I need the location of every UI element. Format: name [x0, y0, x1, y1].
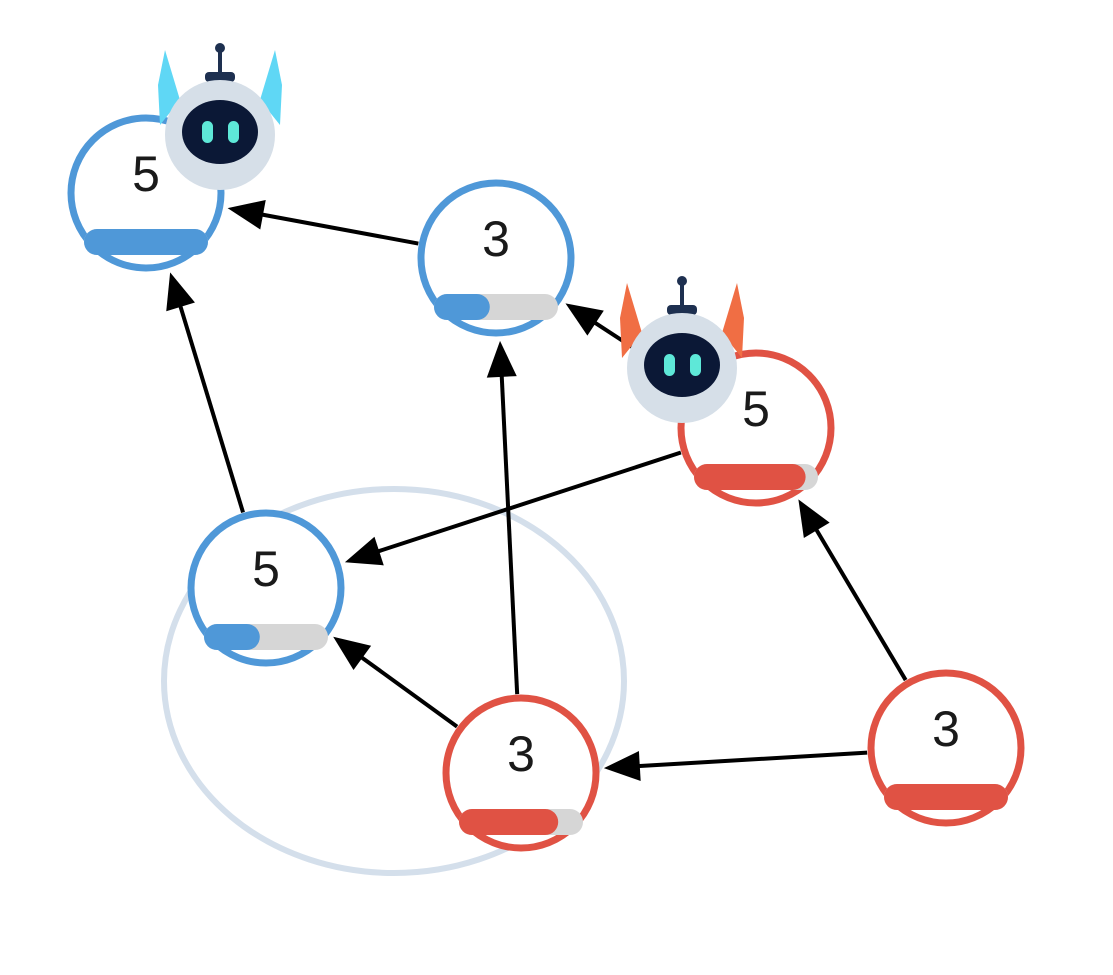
- arrowhead: [166, 272, 195, 312]
- red-bot-icon: [620, 276, 744, 423]
- node-value: 5: [252, 541, 280, 597]
- arrowhead: [603, 751, 641, 781]
- edge-n3-n4: [344, 450, 682, 566]
- edge-n5-n2: [486, 340, 520, 695]
- capacity-fill: [694, 464, 806, 490]
- edge-layer: [166, 199, 908, 781]
- arrowhead: [486, 340, 517, 378]
- edge-n6-n3: [798, 499, 908, 682]
- node-n1[interactable]: 5: [67, 114, 225, 272]
- eye-icon: [202, 121, 213, 143]
- arrowhead: [333, 636, 372, 671]
- eye-icon: [664, 354, 675, 376]
- node-value: 3: [932, 701, 960, 757]
- node-n6[interactable]: 3: [867, 669, 1025, 827]
- arrowhead: [227, 199, 266, 230]
- range-layer: [161, 486, 627, 876]
- eye-icon: [690, 354, 701, 376]
- blue-bot-icon: [158, 43, 282, 190]
- eye-icon: [228, 121, 239, 143]
- node-value: 3: [507, 726, 535, 782]
- arrowhead: [565, 303, 604, 336]
- node-layer: 5 3 5 5 3 3: [67, 114, 1025, 852]
- arrowhead: [344, 536, 384, 566]
- selection-range-ring: [161, 486, 627, 876]
- edge-n4-n1: [166, 272, 245, 513]
- arrowhead: [798, 499, 830, 538]
- edge-n5-n4: [333, 636, 459, 729]
- node-n4[interactable]: 5: [187, 509, 345, 667]
- node-n5[interactable]: 3: [442, 694, 600, 852]
- capacity-fill: [204, 624, 260, 650]
- node-value: 5: [742, 381, 770, 437]
- node-n2[interactable]: 3: [417, 179, 575, 337]
- capacity-fill: [434, 294, 490, 320]
- edge-n2-n1: [227, 199, 419, 246]
- capacity-fill: [884, 784, 1008, 810]
- node-value: 3: [482, 211, 510, 267]
- node-value: 5: [132, 146, 160, 202]
- capacity-fill: [459, 809, 559, 835]
- capacity-fill: [84, 229, 208, 255]
- robot-layer: [158, 43, 744, 423]
- edge-n6-n5: [603, 750, 868, 781]
